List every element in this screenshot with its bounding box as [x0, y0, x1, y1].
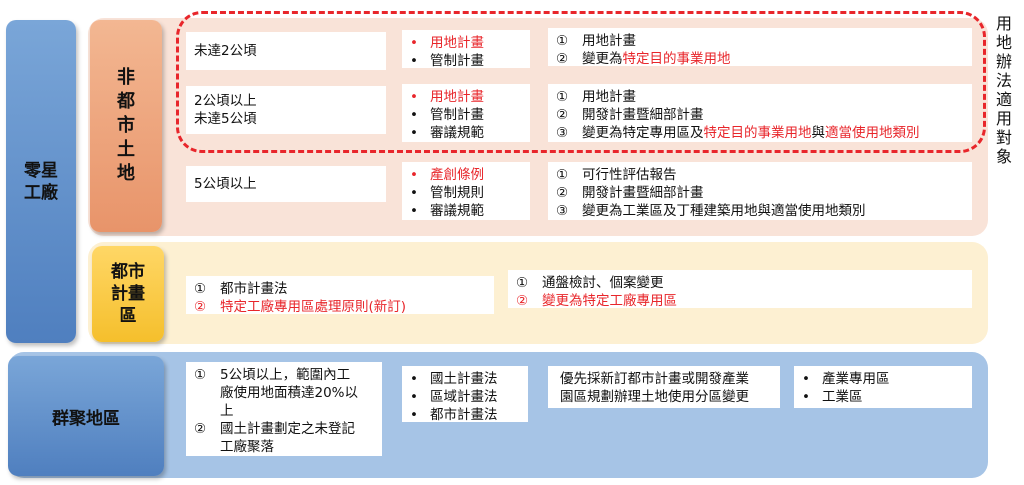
law-item: •都市計畫法	[410, 407, 498, 423]
law-item: •國土計畫法	[410, 371, 498, 387]
cluster-criteria-box: ① 5公頃以上，範圍內工 廠使用地面積達20%以 上 ② 國土計畫劃定之未登記 …	[186, 362, 382, 456]
applicable-scope-frame	[176, 11, 986, 153]
plan-item: •審議規範	[410, 203, 484, 219]
zone-item: •產業專用區	[802, 371, 890, 387]
plan-item: •管制計畫	[410, 107, 484, 123]
area-box-1: 未達2公頃	[186, 32, 386, 70]
plan-item: •用地計畫	[410, 89, 484, 105]
zone-item: •工業區	[802, 389, 863, 405]
plans-box-1: •用地計畫 •管制計畫	[402, 30, 530, 69]
area-text: 未達2公頃	[194, 43, 257, 59]
approach-text: 優先採新訂都市計畫或開發產業	[560, 371, 749, 387]
area-box-3: 5公頃以上	[186, 166, 386, 202]
plan-item: •管制規則	[410, 185, 484, 201]
plan-item: •審議規範	[410, 125, 484, 141]
area-text: 2公頃以上	[194, 93, 257, 109]
plan-item: •用地計畫	[410, 35, 484, 51]
urban-plan-text: 都市計畫區	[111, 262, 145, 326]
cluster-zones-box: •產業專用區 •工業區	[794, 366, 972, 408]
cluster-area-text: 群聚地區	[52, 408, 120, 429]
area-text: 5公頃以上	[194, 176, 257, 192]
scattered-factory-text: 零星工廠	[24, 160, 58, 203]
plan-item: •產創條例	[410, 167, 484, 183]
cluster-area-label: 群聚地區	[8, 356, 164, 476]
urban-plan-label: 都市計畫區	[92, 246, 164, 342]
plans-box-3: •產創條例 •管制規則 •審議規範	[402, 162, 530, 220]
plans-box-2: •用地計畫 •管制計畫 •審議規範	[402, 84, 530, 142]
plan-item: •管制計畫	[410, 53, 484, 69]
non-urban-label: 非都市土地	[90, 20, 162, 232]
approach-text: 園區規劃辦理土地使用分區變更	[560, 389, 749, 405]
area-box-2: 2公頃以上 未達5公頃	[186, 86, 386, 134]
scattered-factory-label: 零星工廠	[6, 20, 76, 343]
cluster-approach-box: 優先採新訂都市計畫或開發產業 園區規劃辦理土地使用分區變更	[548, 366, 780, 408]
criteria-item: ① 5公頃以上，範圍內工 廠使用地面積達20%以 上	[194, 367, 359, 419]
criteria-item: ② 國土計畫劃定之未登記 工廠聚落	[194, 421, 355, 455]
area-text: 未達5公頃	[194, 111, 257, 127]
applicable-scope-label: 用地辦法適用對象	[995, 14, 1012, 166]
cluster-laws-box: •國土計畫法 •區域計畫法 •都市計畫法	[402, 366, 528, 423]
law-item: •區域計畫法	[410, 389, 498, 405]
non-urban-text: 非都市土地	[117, 67, 135, 184]
